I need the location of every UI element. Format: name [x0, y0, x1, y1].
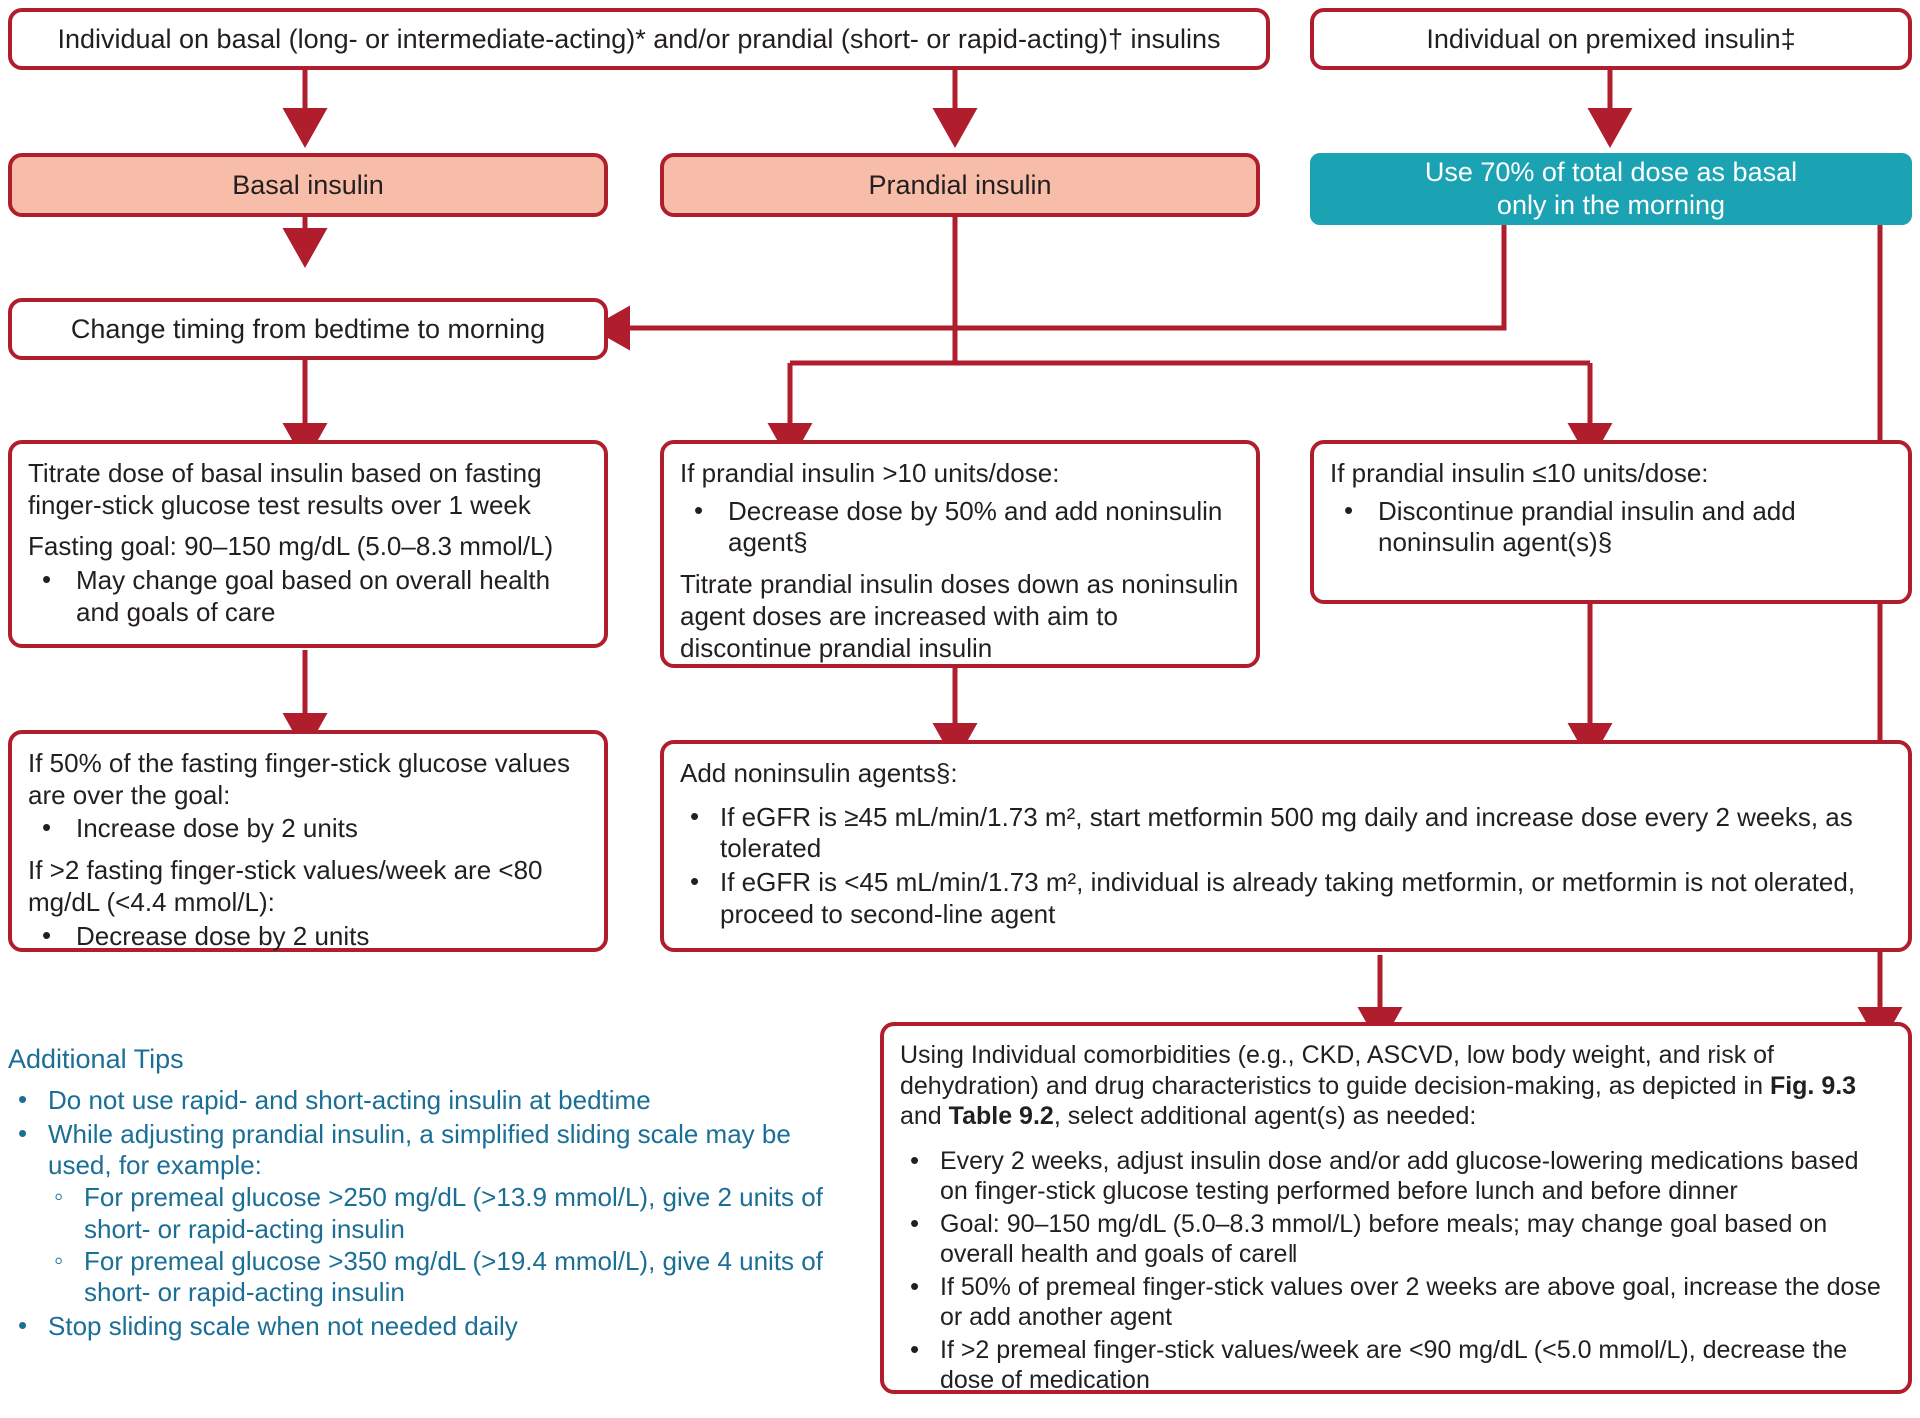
list-item: Decrease dose by 2 units — [28, 920, 588, 953]
comorbidities-bullets: Every 2 weeks, adjust insulin dose and/o… — [900, 1145, 1892, 1396]
prandial-gt10-para1: If prandial insulin >10 units/dose: — [680, 458, 1060, 488]
titrate-basal-bullets: May change goal based on overall health … — [28, 564, 588, 628]
list-item: Decrease dose by 50% and add noninsulin … — [680, 495, 1240, 559]
list-item: If 50% of premeal finger-stick values ov… — [900, 1271, 1892, 1333]
add-noninsulin-para1: Add noninsulin agents§: — [680, 758, 958, 788]
node-titrate-basal[interactable]: Titrate dose of basal insulin based on f… — [8, 440, 608, 648]
tip-text: While adjusting prandial insulin, a simp… — [48, 1118, 791, 1181]
node-use-70-percent-line2: only in the morning — [1496, 190, 1726, 220]
node-start-premixed[interactable]: Individual on premixed insulin‡ — [1310, 8, 1912, 70]
node-change-timing[interactable]: Change timing from bedtime to morning — [8, 298, 608, 360]
fasting-adjust-bullets2: Decrease dose by 2 units — [28, 920, 588, 953]
comorbidities-intro-a: Using Individual comorbidities (e.g., CK… — [900, 1041, 1774, 1100]
titrate-basal-para1: Titrate dose of basal insulin based on f… — [28, 458, 542, 520]
prandial-gt10-bullets: Decrease dose by 50% and add noninsulin … — [680, 495, 1240, 559]
tip-text: Stop sliding scale when not needed daily — [48, 1311, 518, 1342]
node-start-basal-prandial-label: Individual on basal (long- or intermedia… — [57, 23, 1221, 54]
list-item: Goal: 90–150 mg/dL (5.0–8.3 mmol/L) befo… — [900, 1208, 1892, 1270]
node-comorbidities[interactable]: Using Individual comorbidities (e.g., CK… — [880, 1022, 1912, 1394]
list-item: For premeal glucose >250 mg/dL (>13.9 mm… — [48, 1181, 858, 1245]
tip-sublist: For premeal glucose >250 mg/dL (>13.9 mm… — [48, 1181, 858, 1309]
node-change-timing-label: Change timing from bedtime to morning — [70, 313, 546, 344]
tip-text: Do not use rapid- and short-acting insul… — [48, 1085, 651, 1115]
titrate-basal-para2: Fasting goal: 90–150 mg/dL (5.0–8.3 mmol… — [28, 531, 554, 562]
list-item: While adjusting prandial insulin, a simp… — [8, 1118, 858, 1309]
list-item: If eGFR is <45 mL/min/1.73 m², individua… — [680, 866, 1892, 930]
comorbidities-intro-b: , select additional agent(s) as needed: — [1053, 1102, 1477, 1130]
list-item: Stop sliding scale when not needed daily — [8, 1310, 858, 1343]
node-start-premixed-label: Individual on premixed insulin‡ — [1426, 23, 1796, 54]
prandial-le10-bullets: Discontinue prandial insulin and add non… — [1330, 495, 1892, 559]
list-item: May change goal based on overall health … — [28, 564, 588, 628]
node-start-basal-prandial[interactable]: Individual on basal (long- or intermedia… — [8, 8, 1270, 70]
fasting-adjust-para1: If 50% of the fasting finger-stick gluco… — [28, 748, 570, 810]
comorbidities-table-ref: Table 9.2 — [948, 1102, 1054, 1130]
list-item: Every 2 weeks, adjust insulin dose and/o… — [900, 1145, 1892, 1207]
node-fasting-adjust[interactable]: If 50% of the fasting finger-stick gluco… — [8, 730, 608, 952]
comorbidities-intro: Using Individual comorbidities (e.g., CK… — [900, 1040, 1892, 1132]
fasting-adjust-para2: If >2 fasting finger-stick values/week a… — [28, 855, 543, 917]
list-item: For premeal glucose >350 mg/dL (>19.4 mm… — [48, 1245, 858, 1309]
node-prandial-le10[interactable]: If prandial insulin ≤10 units/dose: Disc… — [1310, 440, 1912, 604]
node-use-70-percent[interactable]: Use 70% of total dose as basal only in t… — [1310, 153, 1912, 225]
list-item: Discontinue prandial insulin and add non… — [1330, 495, 1892, 559]
node-add-noninsulin[interactable]: Add noninsulin agents§: If eGFR is ≥45 m… — [660, 740, 1912, 952]
list-item: Do not use rapid- and short-acting insul… — [8, 1084, 858, 1117]
node-use-70-percent-text: Use 70% of total dose as basal only in t… — [1425, 156, 1797, 222]
list-item: Increase dose by 2 units — [28, 812, 588, 845]
node-basal-insulin-label: Basal insulin — [232, 169, 384, 200]
additional-tips-section: Additional Tips Do not use rapid- and sh… — [8, 1044, 858, 1345]
comorbidities-fig-ref: Fig. 9.3 — [1769, 1071, 1857, 1100]
node-use-70-percent-line1: Use 70% of total dose as basal — [1424, 157, 1798, 188]
prandial-le10-para1: If prandial insulin ≤10 units/dose: — [1330, 458, 1709, 488]
node-prandial-gt10[interactable]: If prandial insulin >10 units/dose: Decr… — [660, 440, 1260, 668]
node-prandial-insulin[interactable]: Prandial insulin — [660, 153, 1260, 217]
add-noninsulin-bullets: If eGFR is ≥45 mL/min/1.73 m², start met… — [680, 801, 1892, 931]
fasting-adjust-bullets1: Increase dose by 2 units — [28, 812, 588, 845]
additional-tips-list: Do not use rapid- and short-acting insul… — [8, 1084, 858, 1343]
comorbidities-intro-and: and — [900, 1102, 949, 1130]
list-item: If >2 premeal finger-stick values/week a… — [900, 1334, 1892, 1396]
list-item: If eGFR is ≥45 mL/min/1.73 m², start met… — [680, 801, 1892, 865]
node-basal-insulin[interactable]: Basal insulin — [8, 153, 608, 217]
additional-tips-title: Additional Tips — [8, 1044, 184, 1074]
node-prandial-insulin-label: Prandial insulin — [868, 169, 1052, 200]
prandial-gt10-para2: Titrate prandial insulin doses down as n… — [680, 569, 1239, 663]
